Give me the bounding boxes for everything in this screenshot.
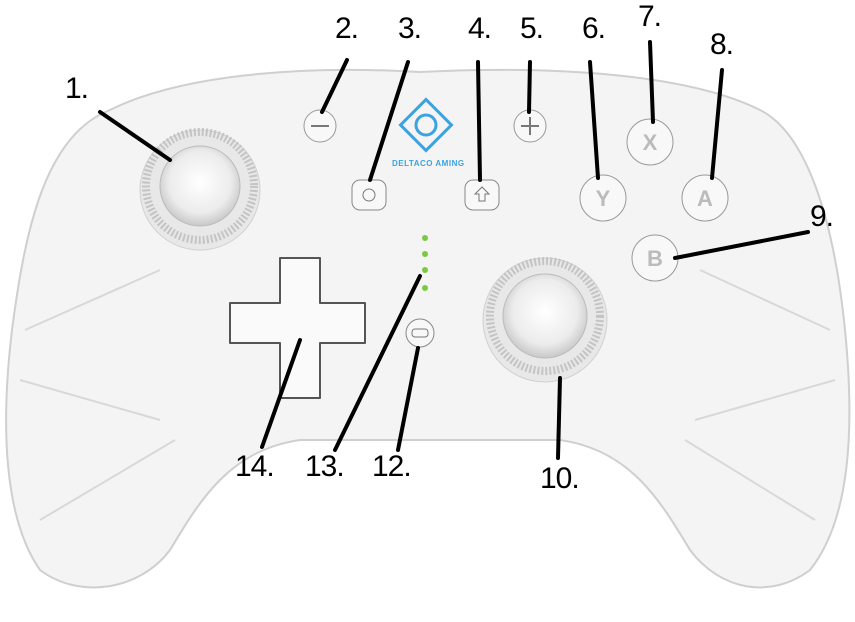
label-5: 5. <box>520 12 544 45</box>
turbo-button <box>405 318 435 348</box>
label-4: 4. <box>468 12 492 45</box>
home-button <box>464 179 500 211</box>
label-1: 1. <box>65 72 89 105</box>
plus-button <box>513 109 547 143</box>
leader-lines <box>98 40 810 460</box>
label-6: 6. <box>582 12 606 45</box>
minus-button <box>303 109 337 143</box>
svg-text:A: A <box>697 186 713 211</box>
label-10: 10. <box>540 462 580 495</box>
capture-button <box>351 179 387 211</box>
x-button <box>626 118 674 166</box>
label-13: 13. <box>305 450 345 483</box>
y-button <box>579 174 627 222</box>
right-grip-lines <box>684 269 836 521</box>
label-9: 9. <box>810 200 834 233</box>
face-buttons: X Y A B <box>579 118 729 282</box>
a-button <box>681 174 729 222</box>
svg-text:X: X <box>643 130 658 155</box>
label-8: 8. <box>710 28 734 61</box>
svg-text:B: B <box>647 246 663 271</box>
label-14: 14. <box>235 450 275 483</box>
left-grip-lines <box>19 269 176 521</box>
dpad <box>229 257 366 399</box>
led-indicators <box>422 235 428 291</box>
label-7: 7. <box>638 0 662 33</box>
logo-icon <box>398 97 454 153</box>
left-stick <box>139 128 261 251</box>
label-12: 12. <box>372 450 412 483</box>
logo-text: DELTACO AMING <box>392 159 465 168</box>
right-stick <box>482 257 608 383</box>
label-3: 3. <box>398 12 422 45</box>
label-2: 2. <box>335 12 359 45</box>
svg-text:Y: Y <box>596 186 611 211</box>
